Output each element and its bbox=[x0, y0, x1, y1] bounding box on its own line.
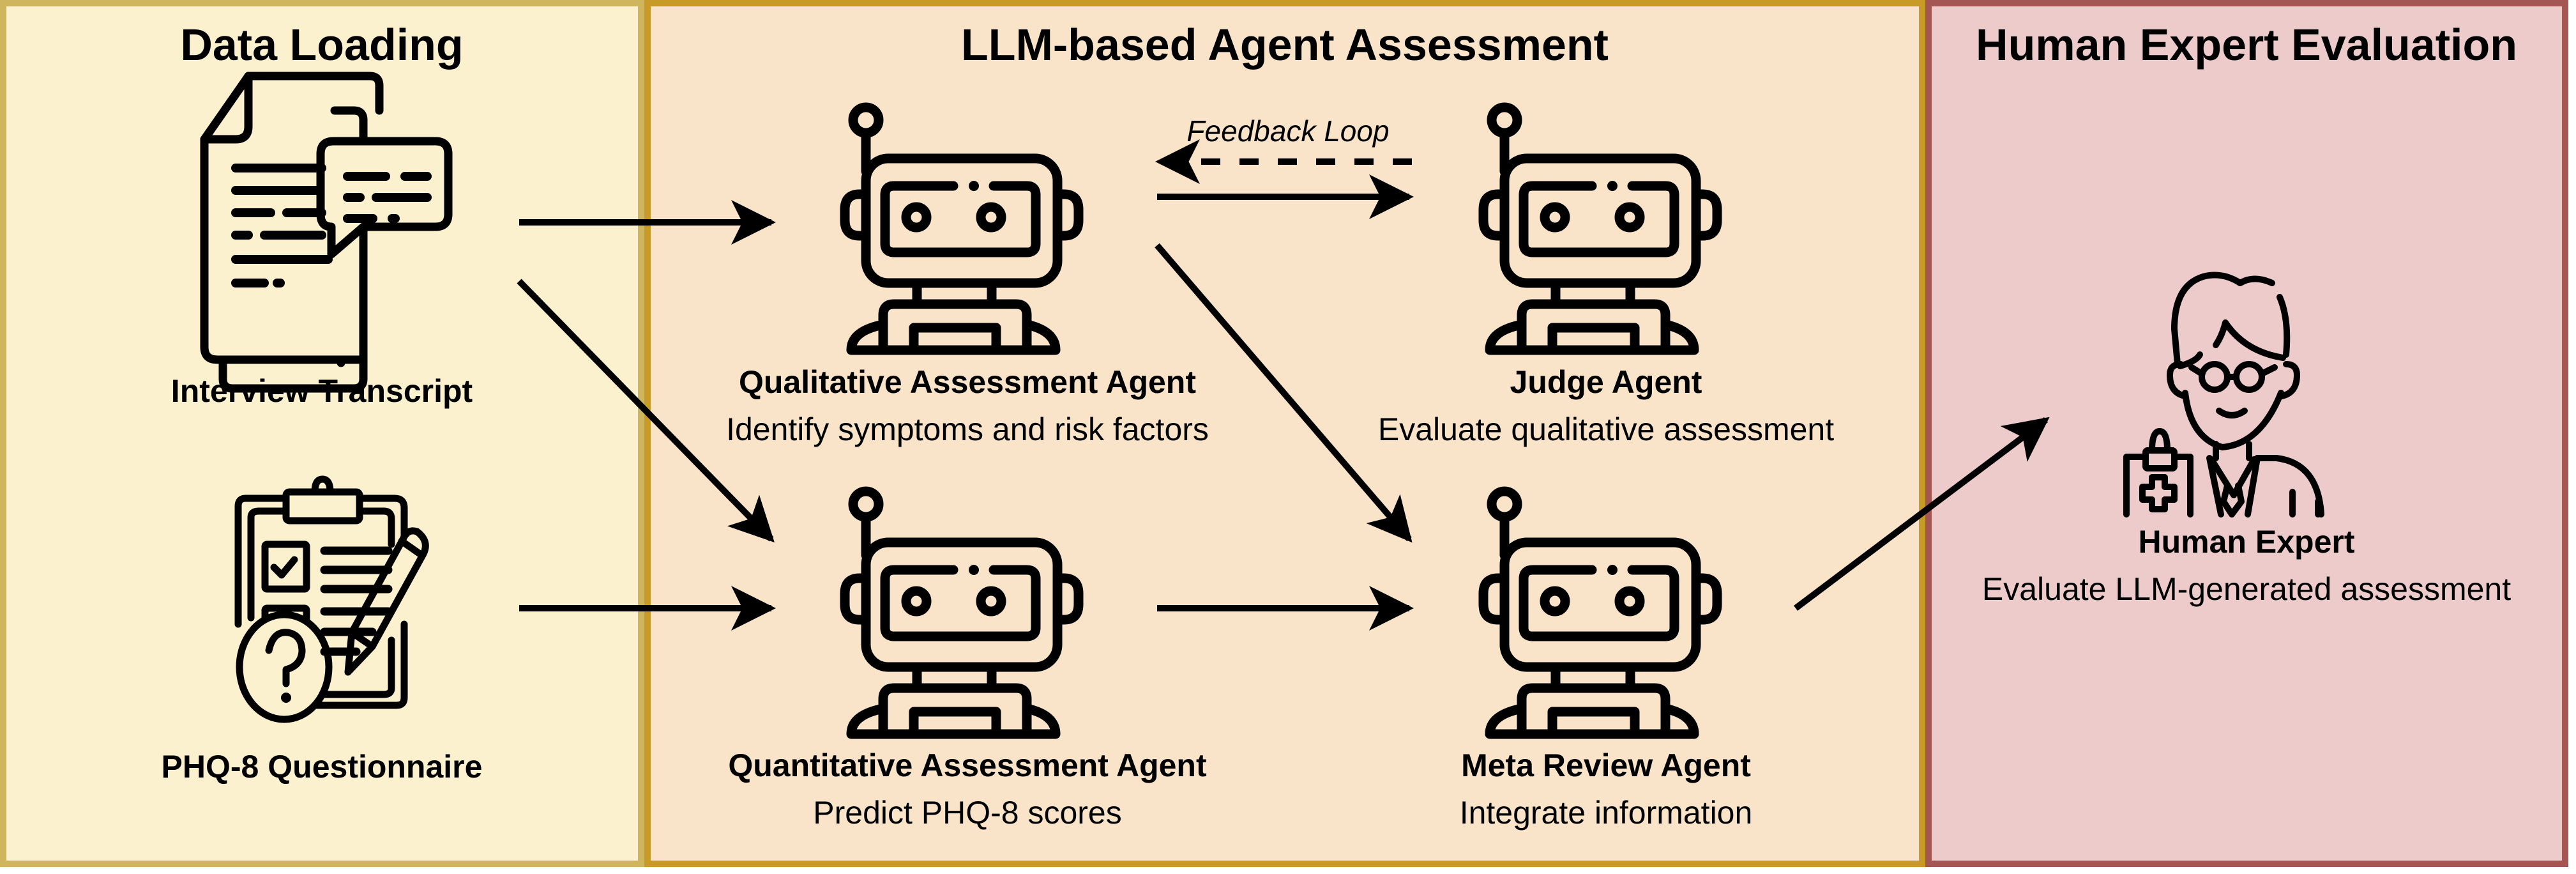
qualitative-agent-description: Identify symptoms and risk factors bbox=[726, 411, 1209, 447]
meta-review-agent-description: Integrate information bbox=[1459, 795, 1753, 831]
data-loading-title: Data Loading bbox=[180, 20, 464, 70]
qualitative-agent-name: Qualitative Assessment Agent bbox=[739, 364, 1196, 400]
clipboard-checklist-icon bbox=[234, 475, 429, 723]
human-expert-description: Evaluate LLM-generated assessment bbox=[1981, 571, 2512, 607]
judge-agent-description: Evaluate qualitative assessment bbox=[1377, 411, 1835, 447]
meta-review-agent-name: Meta Review Agent bbox=[1461, 747, 1751, 783]
judge-agent-name: Judge Agent bbox=[1510, 364, 1702, 400]
doctor-icon bbox=[2123, 272, 2324, 518]
judge-agent-robot-icon bbox=[1471, 98, 1732, 356]
feedback-loop-label: Feedback Loop bbox=[1186, 114, 1390, 148]
human-expert-name: Human Expert bbox=[2138, 524, 2355, 560]
meta-review-agent-robot-icon bbox=[1471, 482, 1732, 740]
human-evaluation-title: Human Expert Evaluation bbox=[1976, 20, 2517, 70]
quantitative-agent-robot-icon bbox=[832, 482, 1094, 740]
quantitative-agent-description: Predict PHQ-8 scores bbox=[813, 795, 1122, 831]
phq8-questionnaire-label: PHQ-8 Questionnaire bbox=[161, 749, 483, 785]
document-chat-icon bbox=[200, 72, 453, 393]
quantitative-agent-name: Quantitative Assessment Agent bbox=[728, 747, 1207, 783]
interview-transcript-label: Interview Transcript bbox=[170, 373, 473, 409]
llm-assessment-title: LLM-based Agent Assessment bbox=[961, 20, 1609, 70]
qualitative-agent-robot-icon bbox=[832, 98, 1094, 356]
